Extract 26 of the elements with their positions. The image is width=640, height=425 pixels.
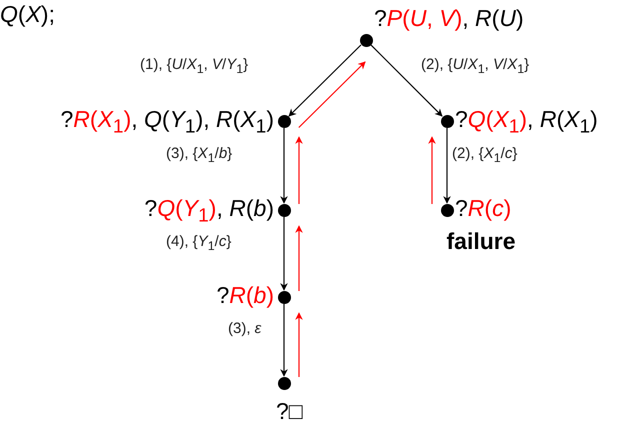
arrow (298, 61, 366, 128)
edge-label: (1), {U/X$_{1}$, V/Y$_{1}$} (140, 56, 248, 78)
edge-label: (2), {U/X$_{1}$, V/X$_{1}$} (421, 56, 530, 78)
goal-text: ?Q(Y$_{1}$), R(b) (144, 194, 274, 229)
formula-text: Q(X); (0, 0, 55, 28)
goal-text: ?□ (276, 397, 303, 425)
arrow (370, 44, 443, 117)
goal-text: ?R(X$_{1}$), Q(Y$_{1}$), R(X$_{1}$) (60, 105, 274, 140)
edge-label: (2), {X$_{1}$/c} (452, 145, 518, 167)
goal-text: ?R(b) (216, 281, 274, 309)
edge-label: (3), ε (228, 320, 262, 338)
status-text: failure (446, 228, 516, 254)
edge-label: (3), {X$_{1}$/b} (166, 145, 232, 167)
arrow (295, 312, 303, 377)
edge-label: (4), {Y$_{1}$/c} (166, 233, 232, 255)
arrow (443, 128, 451, 204)
arrow (280, 128, 288, 204)
arrow (280, 217, 288, 291)
arrow (280, 304, 288, 377)
arrow (295, 225, 303, 291)
arrow (288, 44, 362, 117)
arrow (295, 136, 303, 204)
goal-text: ?Q(X$_{1}$), R(X$_{1}$) (455, 105, 598, 140)
goal-text: ?P(U, V), R(U) (374, 4, 524, 32)
goal-text: ?R(c) (455, 194, 512, 222)
arrow (428, 136, 436, 204)
